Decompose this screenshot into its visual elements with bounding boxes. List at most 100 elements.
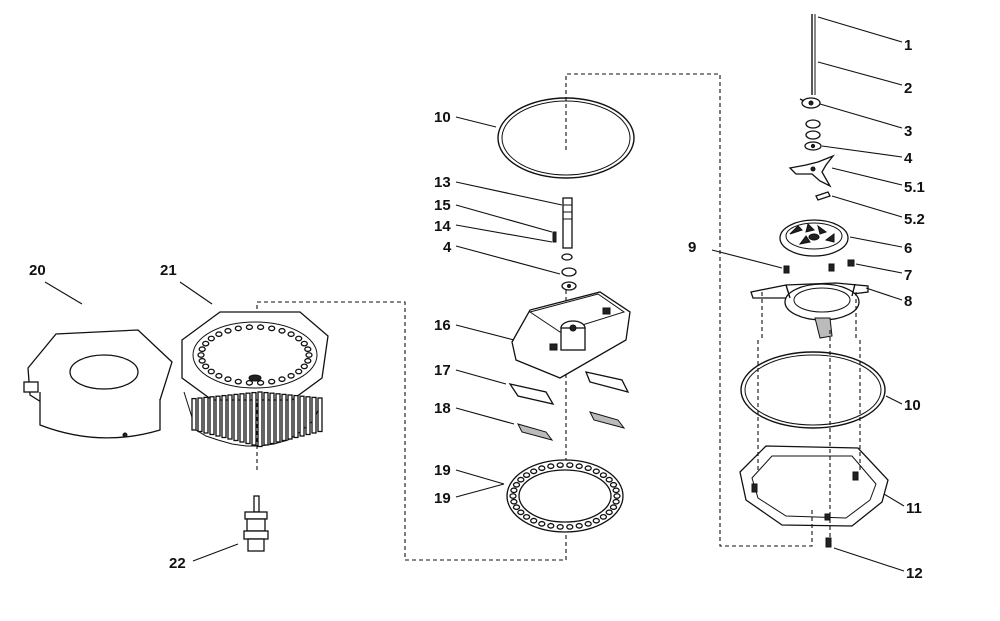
hole	[612, 498, 620, 505]
hole	[556, 462, 564, 469]
bristle	[209, 396, 215, 436]
bristle	[263, 391, 269, 446]
callout-4-right: 4	[904, 150, 913, 167]
callout-4-center: 4	[443, 239, 452, 256]
hole	[300, 363, 308, 370]
hole	[197, 352, 205, 358]
hole	[268, 325, 276, 332]
hole	[599, 514, 608, 520]
callout-3: 3	[904, 123, 912, 140]
hole	[522, 472, 531, 479]
callout-5-2: 5.2	[904, 211, 925, 228]
bristle	[269, 392, 275, 445]
hole	[592, 517, 600, 524]
hole	[198, 357, 206, 364]
callout-9: 9	[688, 239, 696, 256]
callout-13: 13	[434, 174, 451, 191]
hole	[599, 472, 608, 479]
hole	[300, 340, 308, 347]
callout-12: 12	[906, 565, 923, 582]
hole	[278, 327, 286, 334]
callout-labels: 1 2 3 4 5.1 5.2 6 7 8 9 10 11 12 10 13 1…	[29, 37, 925, 582]
hole	[268, 378, 276, 385]
hole	[295, 335, 303, 342]
callout-19-upper: 19	[434, 462, 451, 479]
hole	[530, 517, 538, 524]
hole	[245, 379, 254, 386]
bristle	[245, 392, 251, 445]
bristle	[233, 393, 239, 442]
hole	[207, 368, 215, 375]
callout-7: 7	[904, 267, 912, 284]
hole	[256, 379, 265, 386]
part-4-center-washers	[561, 267, 577, 291]
part-5-1-three-arm-star	[788, 154, 835, 188]
hole	[517, 509, 525, 516]
callout-19-lower: 19	[434, 490, 451, 507]
callout-16: 16	[434, 317, 451, 334]
right-dashed-axes	[757, 292, 861, 540]
callout-10-center: 10	[434, 109, 451, 126]
part-13-stem	[562, 197, 573, 249]
hole	[202, 363, 210, 370]
hole	[538, 520, 546, 527]
bristle	[251, 391, 257, 446]
bristle	[305, 396, 311, 436]
bristle	[257, 391, 263, 448]
hole	[512, 481, 521, 488]
callout-8: 8	[904, 293, 912, 310]
hole	[207, 335, 215, 342]
hole	[234, 325, 242, 332]
part-1-needle	[811, 14, 816, 95]
callout-6: 6	[904, 240, 912, 257]
bristle	[203, 396, 209, 434]
hole	[517, 476, 525, 483]
hole	[584, 465, 592, 472]
hole	[287, 372, 295, 379]
bristle	[221, 394, 227, 439]
part-10-o-ring-right	[740, 351, 886, 429]
bristle	[293, 394, 299, 439]
bristle	[311, 396, 317, 434]
part-10-o-ring-center	[497, 97, 635, 179]
part-14-15-pin-clip	[552, 231, 573, 261]
part-3-knob	[799, 97, 821, 109]
hole	[538, 465, 546, 472]
hole	[510, 498, 518, 505]
hole	[215, 372, 223, 379]
hole	[256, 324, 265, 331]
hole	[566, 524, 574, 530]
part-19-holes	[509, 462, 621, 530]
part-21-bristles	[191, 391, 323, 448]
hole	[304, 346, 312, 353]
part-17-segments	[508, 371, 630, 405]
hole	[530, 468, 538, 475]
callout-20: 20	[29, 262, 46, 279]
bristle	[197, 397, 203, 433]
hole	[612, 487, 620, 494]
hole	[287, 331, 295, 338]
part-16-housing	[511, 291, 631, 379]
hole	[566, 462, 574, 469]
hole	[278, 376, 286, 383]
hole	[224, 376, 232, 383]
hole	[304, 357, 312, 364]
hole	[605, 476, 613, 483]
hole	[245, 324, 254, 331]
bristle	[239, 393, 245, 443]
part-20-housing	[23, 329, 173, 439]
part-21-holes	[197, 324, 313, 386]
hole	[510, 487, 518, 494]
callout-11: 11	[906, 500, 922, 517]
hole	[605, 509, 613, 516]
part-11-base-plate	[739, 445, 889, 527]
part-7-screws	[783, 259, 855, 274]
hole	[295, 368, 303, 375]
bristle	[275, 393, 281, 443]
hole	[584, 520, 592, 527]
hole	[556, 524, 564, 530]
bristle	[227, 394, 233, 440]
hole	[609, 481, 618, 488]
leader-lines	[44, 16, 905, 572]
